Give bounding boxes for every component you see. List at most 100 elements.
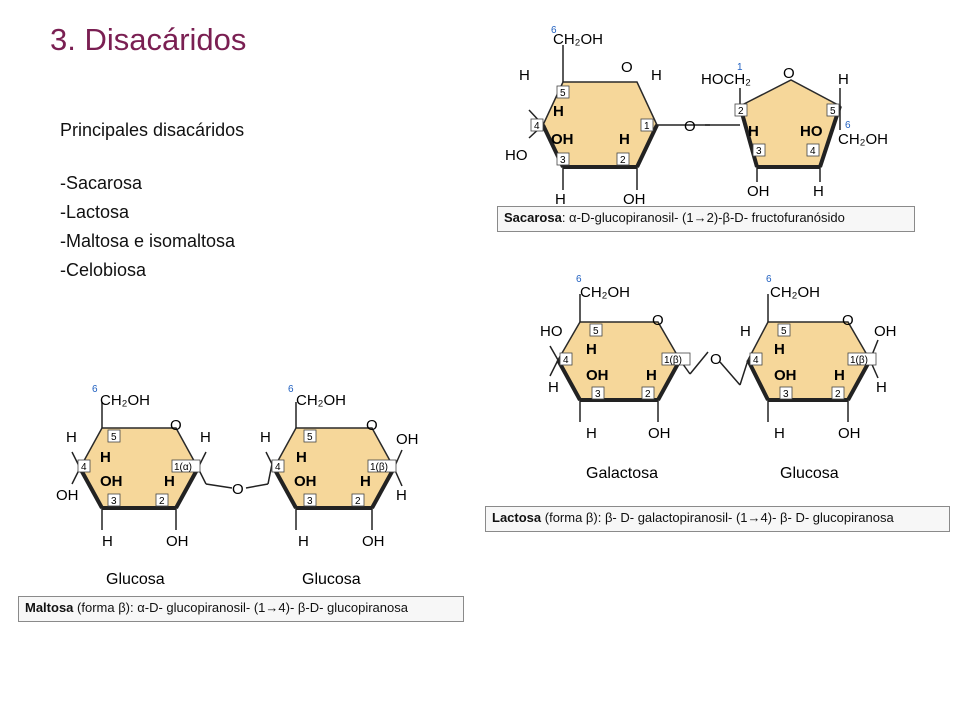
structure-label: CH₂OH [296,392,346,409]
sacarosa-caption: Sacarosa: α-D-glucopiranosil- (1→2)-β-D-… [497,206,915,232]
number-label: 4 [753,355,759,366]
structure-label: H [838,71,849,88]
structure-label: OH [551,131,574,148]
structure-label: H [646,367,657,384]
number-label: 6 [551,25,557,36]
caption-name: Maltosa [25,600,74,615]
number-label: 2 [620,155,626,166]
structure-label: OH [648,425,671,442]
number-label: 4 [275,462,281,473]
structure-label: H [774,341,785,358]
number-label: 6 [766,274,772,285]
glycosidic-oxygen: O [232,481,244,498]
caption-name: Lactosa [492,510,542,525]
structure-label: H [519,67,530,84]
structure-label: HOCH₂ [701,71,751,88]
number-label: 2 [159,496,165,507]
number-label: 6 [288,384,294,395]
structure-label: O [783,65,795,82]
slide-title: 3. Disacáridos [50,22,247,57]
number-label: 6 [92,384,98,395]
number-label: 4 [563,355,569,366]
number-label: 1(β) [850,355,868,366]
number-label: 5 [560,88,566,99]
structure-label: H [360,473,371,490]
structure-label: H [66,429,77,446]
number-label: 5 [830,106,836,117]
number-label: 1(α) [174,462,192,473]
structure-label: H [296,449,307,466]
structure-label: H [586,425,597,442]
list-item: -Sacarosa [60,173,143,193]
structure-label: O [652,312,664,329]
number-label: 3 [783,389,789,400]
number-label: 1(β) [370,462,388,473]
number-label: 3 [111,496,117,507]
structure-label: HO [505,147,528,164]
number-label: 4 [534,121,540,132]
structure-label: CH₂OH [100,392,150,409]
structure-label: OH [294,473,317,490]
list-item: -Celobiosa [60,260,147,280]
structure-label: H [651,67,662,84]
number-label: 6 [576,274,582,285]
structure-label: CH₂OH [838,131,888,148]
number-label: 3 [307,496,313,507]
number-label: 1 [737,62,743,73]
number-label: 2 [355,496,361,507]
structure-label: H [100,449,111,466]
structure-label: H [619,131,630,148]
structure-label: H [813,183,824,200]
monomer-label: Galactosa [586,465,658,482]
structure-label: OH [838,425,861,442]
sacarosa-diagram: 6 CH₂OH O H 5 H H 4 1 OH H HO 3 2 H OH O… [495,20,920,208]
number-label: 3 [756,146,762,157]
structure-label: H [553,103,564,120]
structure-label: OH [166,533,189,550]
structure-label: O [842,312,854,329]
monomer-label: Glucosa [106,571,165,588]
structure-label: O [170,417,182,434]
structure-label: OH [774,367,797,384]
maltosa-structure: 6 CH₂OH O H 5 H H 4 1(α) OH H OH 3 2 H O… [56,384,419,588]
maltosa-caption: Maltosa (forma β): α-D- glucopiranosil- … [18,596,464,622]
number-label: 1(β) [664,355,682,366]
structure-label: CH₂OH [553,31,603,48]
caption-text: (forma β): α-D- glucopiranosil- (1→4)- β… [73,600,408,615]
number-label: 1 [644,121,650,132]
structure-label: H [555,191,566,208]
structure-label: OH [586,367,609,384]
lactosa-diagram: 6 CH₂OH O HO 5 H 4 1(β) H OH H 3 2 H OH … [530,270,910,490]
monomer-label: Glucosa [780,465,839,482]
number-label: 3 [560,155,566,166]
number-label: 5 [593,326,599,337]
structure-label: H [740,323,751,340]
structure-label: H [260,429,271,446]
structure-label: H [834,367,845,384]
structure-label: HO [540,323,563,340]
caption-name: Sacarosa [504,210,562,225]
number-label: 4 [81,462,87,473]
structure-label: H [200,429,211,446]
lactosa-caption: Lactosa (forma β): β- D- galactopiranosi… [485,506,950,532]
structure-label: OH [396,431,419,448]
structure-label: H [298,533,309,550]
number-label: 4 [810,146,816,157]
caption-text: (forma β): β- D- galactopiranosil- (1→4)… [541,510,894,525]
structure-label: CH₂OH [770,284,820,301]
structure-label: H [586,341,597,358]
number-label: 5 [111,432,117,443]
structure-label: OH [623,191,646,208]
monomer-label: Glucosa [302,571,361,588]
structure-label: H [548,379,559,396]
structure-label: OH [747,183,770,200]
intro-block: Principales disacáridos -Sacarosa -Lacto… [60,116,244,285]
structure-label: H [164,473,175,490]
structure-label: H [396,487,407,504]
structure-label: HO [800,123,823,140]
structure-label: H [748,123,759,140]
number-label: 2 [645,389,651,400]
number-label: 2 [835,389,841,400]
structure-label: OH [100,473,123,490]
disaccharide-list: -Sacarosa -Lactosa -Maltosa e isomaltosa… [60,169,244,285]
